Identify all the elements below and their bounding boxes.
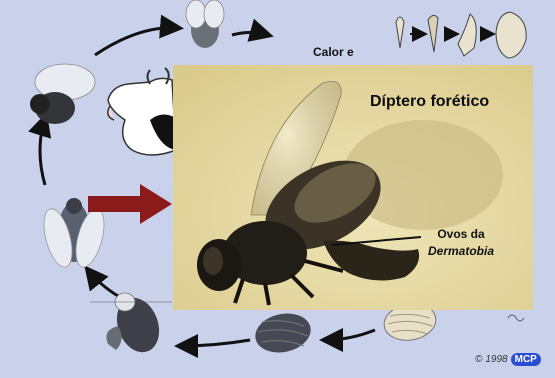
photo-title: Díptero forético <box>370 93 489 111</box>
copyright-symbol: © <box>475 354 482 365</box>
fly-photo: Díptero forético Ovos da Dermatobia <box>173 65 533 310</box>
cow-icon <box>108 68 176 155</box>
cycle-arrow-left-down-1 <box>88 270 118 296</box>
sketch-signature <box>508 315 524 321</box>
cycle-arrow-bottom-2 <box>325 330 375 340</box>
eggs-label-line1: Ovos da <box>416 226 506 243</box>
mcp-badge: MCP <box>511 353 541 366</box>
heat-caption: Calor e <box>313 45 354 59</box>
fly-icon <box>186 0 224 48</box>
pupa-icon <box>90 292 172 358</box>
cycle-arrow-right-1 <box>232 33 268 36</box>
eggs-label-line2: Dermatobia <box>416 243 506 260</box>
fly-icon <box>30 64 95 124</box>
cycle-arrow-bottom-1 <box>180 340 250 346</box>
copyright-year: 1998 <box>485 354 507 365</box>
cycle-arrow-top <box>95 28 178 55</box>
eggs-label: Ovos da Dermatobia <box>416 226 506 260</box>
pupa-icon <box>252 309 315 358</box>
copyright: © 1998 MCP <box>475 353 541 366</box>
cycle-arrow-left-up <box>40 118 45 185</box>
